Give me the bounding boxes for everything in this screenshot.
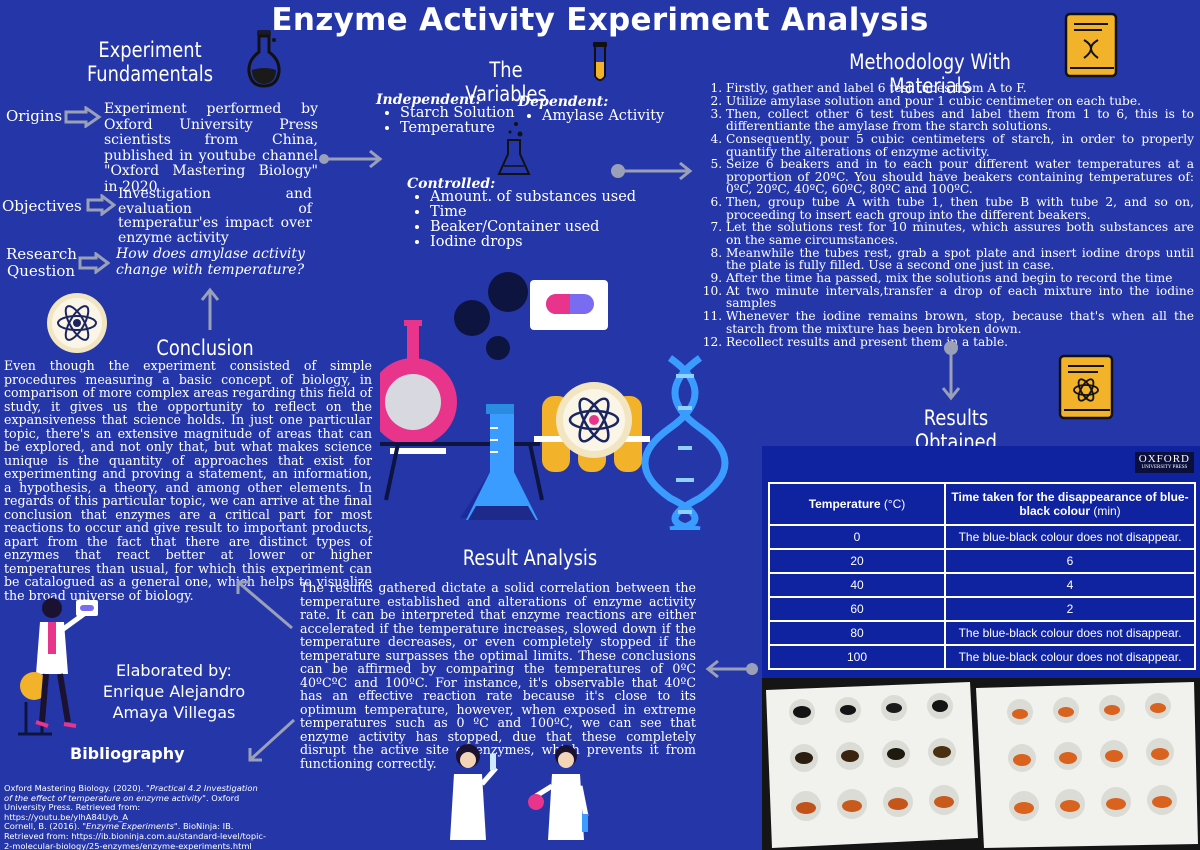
fundamentals-heading: Experiment Fundamentals (86, 38, 214, 86)
author-block: Elaborated by: Enrique Alejandro Amaya V… (102, 661, 246, 722)
list-item: Then, collect other 6 test tubes and lab… (726, 108, 1194, 133)
list-item: Seize 6 beakers and in to each pour diff… (726, 158, 1194, 195)
list-item: Whenever the iodine remains brown, stop,… (726, 310, 1194, 335)
variables-heading: The Variables (465, 58, 547, 106)
scientists-illustration (450, 744, 589, 840)
dependent-list: Amylase Activity (520, 109, 664, 124)
conclusion-heading: Conclusion (156, 336, 254, 360)
analysis-text: The results gathered dictate a solid cor… (300, 580, 696, 771)
arrow-up-icon (200, 287, 220, 330)
bibliography-heading: Bibliography (70, 744, 185, 763)
arrow-right-icon (64, 106, 102, 128)
methodology-steps: Firstly, gather and label 6 test tubes f… (698, 82, 1194, 349)
arrow-down-icon (941, 341, 961, 401)
poster-title: Enzyme Activity Experiment Analysis (271, 2, 929, 38)
list-item: Temperature (400, 121, 515, 136)
book-icon (1058, 354, 1114, 420)
list-item: Starch Solution (400, 106, 515, 121)
arrow-left-icon (705, 659, 758, 679)
diagonal-arrow-icon (248, 718, 296, 762)
diagonal-arrow-icon (236, 580, 293, 630)
list-item: After the time ha passed, mix the soluti… (726, 272, 1194, 285)
connector-arrow-icon (611, 161, 693, 181)
bibliography-list: Oxford Mastering Biology. (2020). "Pract… (4, 783, 266, 850)
list-item: Firstly, gather and label 6 test tubes f… (726, 82, 1194, 95)
list-item: Beaker/Container used (430, 220, 636, 235)
list-item: Time (430, 205, 636, 220)
table-header: Time taken for the disappearance of blue… (944, 482, 1196, 526)
independent-label: Independent: (376, 92, 481, 108)
list-item: Meanwhile the tubes rest, grab a spot pl… (726, 247, 1194, 272)
oxford-logo: OXFORD UNIVERSITY PRESS (1134, 452, 1194, 473)
scientist-illustration (18, 598, 98, 736)
analysis-heading: Result Analysis (462, 546, 598, 570)
connector-arrow-icon (319, 149, 383, 169)
list-item: Consequently, pour 5 cubic centimeters o… (726, 133, 1194, 158)
conclusion-text: Even though the experiment consisted of … (4, 358, 372, 603)
flask-icon (247, 30, 281, 88)
atom-medallion-icon (47, 293, 107, 353)
book-icon (1064, 12, 1118, 78)
list-item: Utilize amylase solution and pour 1 cubi… (726, 94, 1194, 107)
list-item: Iodine drops (430, 235, 636, 250)
bibliography-entry: Cornell, B. (2016). "Enzyme Experiments"… (4, 821, 266, 850)
results-heading: Results Obtained (915, 406, 997, 454)
list-item: Recollect results and present them in a … (726, 335, 1194, 348)
bibliography-entry: Oxford Mastering Biology. (2020). "Pract… (4, 783, 258, 822)
independent-list: Starch Solution Temperature (378, 106, 515, 136)
objectives-label: Objectives (2, 197, 82, 215)
origins-text: Experiment performed by Oxford Universit… (104, 101, 318, 195)
research-question-label: Research Question (6, 245, 77, 280)
controlled-list: Amount. of substances used Time Beaker/C… (408, 190, 636, 250)
arrow-right-icon (78, 252, 110, 274)
list-item: Let the solutions rest for 10 minutes, w… (726, 221, 1194, 246)
arrow-right-icon (86, 194, 116, 216)
methodology-heading: Methodology With Materials (849, 50, 1011, 98)
research-question-text: How does amylase activity change with te… (116, 246, 305, 278)
list-item: At two minute intervals,transfer a drop … (726, 285, 1194, 310)
list-item: Amylase Activity (542, 109, 664, 124)
test-tube-icon (593, 42, 607, 81)
results-table-panel: OXFORD UNIVERSITY PRESS Temperature (°C)… (762, 446, 1200, 678)
list-item: Then, group tube A with tube 1, then tub… (726, 196, 1194, 221)
beaker-icon (497, 122, 531, 175)
controlled-label: Controlled: (407, 176, 496, 192)
results-table: Temperature (°C) Time taken for the disa… (768, 482, 1196, 670)
dependent-label: Dependent: (518, 94, 609, 110)
origins-label: Origins (6, 107, 63, 125)
objectives-text: Investigation and evaluation of temperat… (118, 186, 312, 246)
list-item: Amount. of substances used (430, 190, 636, 205)
spot-plates-photo (762, 678, 1200, 850)
lab-illustration (380, 272, 729, 530)
table-header: Temperature (°C) (768, 482, 946, 526)
